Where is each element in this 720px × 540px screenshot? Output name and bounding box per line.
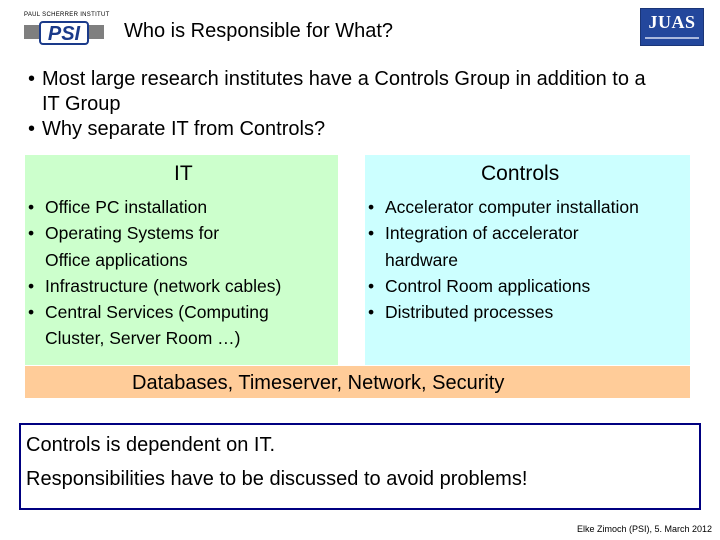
juas-logo-text: JUAS	[648, 12, 696, 32]
list-item: Infrastructure (network cables)	[25, 273, 282, 300]
shared-services-text: Databases, Timeserver, Network, Security	[132, 372, 505, 394]
intro-bullet-list: Most large research institutes have a Co…	[28, 67, 708, 142]
psi-logo-icon: PAUL SCHERRER INSTITUT PSI	[24, 12, 110, 46]
juas-logo-icon: JUAS	[640, 8, 704, 46]
controls-box-heading: Controls	[481, 162, 560, 185]
intro-bullet: Why separate IT from Controls?	[28, 117, 708, 142]
juas-logo-underline	[645, 37, 699, 39]
list-item-text: Integration of accelerator	[385, 223, 579, 244]
conclusion-line-1: Controls is dependent on IT.	[26, 434, 276, 456]
list-item: Accelerator computer installation	[365, 194, 639, 221]
list-item-text: Infrastructure (network cables)	[45, 275, 282, 296]
psi-mark-graphic: PSI	[24, 21, 104, 45]
it-box: IT Office PC installation Operating Syst…	[25, 155, 338, 365]
list-item: Distributed processes	[365, 299, 639, 326]
list-item-text: Distributed processes	[385, 302, 554, 323]
intro-bullet: Most large research institutes have a Co…	[28, 67, 668, 117]
list-item: Control Room applications	[365, 273, 639, 300]
conclusion-box: Controls is dependent on IT. Responsibil…	[19, 423, 701, 510]
it-box-list: Office PC installation Operating Systems…	[25, 194, 281, 352]
psi-logo-caption: PAUL SCHERRER INSTITUT	[24, 12, 110, 18]
list-item-text: Accelerator computer installation	[385, 197, 639, 217]
it-box-heading: IT	[174, 162, 193, 185]
controls-box: Controls Accelerator computer installati…	[365, 155, 690, 365]
list-item-text: hardware	[385, 249, 458, 270]
list-item-text: Operating Systems for	[45, 223, 220, 244]
list-item-text: Cluster, Server Room …)	[45, 328, 241, 349]
shared-services-bar: Databases, Timeserver, Network, Security	[25, 366, 690, 398]
list-item: Integration of accelerator hardware	[365, 220, 639, 273]
conclusion-line-2: Responsibilities have to be discussed to…	[26, 468, 528, 490]
list-item: Office PC installation	[25, 194, 281, 221]
psi-mark-text: PSI	[48, 23, 81, 45]
list-item-text: Central Services (Computing	[45, 302, 269, 323]
list-item-text: Office applications	[45, 249, 188, 270]
slide-title: Who is Responsible for What?	[124, 20, 394, 42]
list-item-text: Control Room applications	[385, 275, 591, 296]
slide-footer: Elke Zimoch (PSI), 5. March 2012	[576, 524, 712, 534]
list-item-text: Office PC installation	[45, 197, 208, 217]
controls-box-list: Accelerator computer installation Integr…	[365, 194, 639, 326]
